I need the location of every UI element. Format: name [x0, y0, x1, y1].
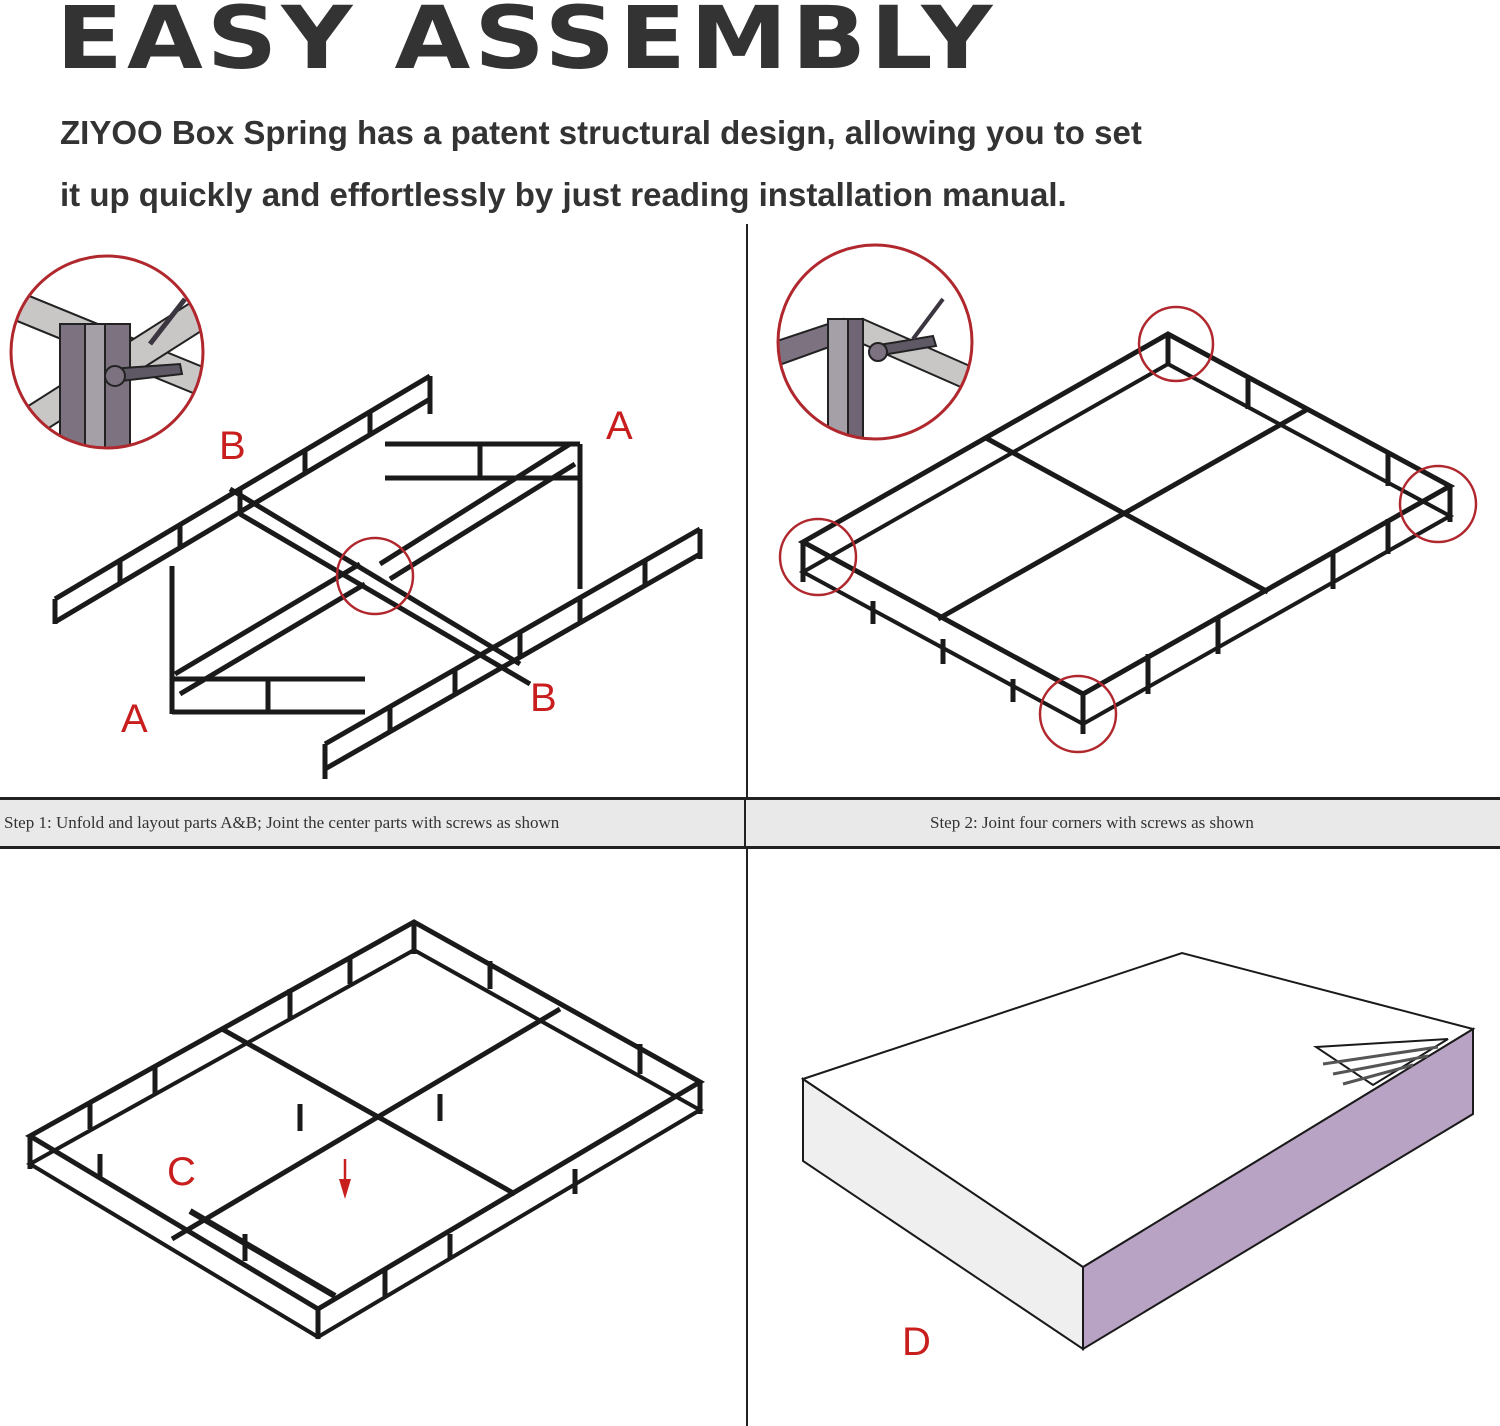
- part-label-a-bottom: A: [121, 697, 148, 741]
- center-joint-zoom-inset: [9, 254, 205, 450]
- part-label-b-bottom: B: [530, 676, 557, 720]
- peeled-corner-frame-view: [1312, 1038, 1449, 1087]
- step1-frame-illustration: [9, 254, 703, 779]
- step3-frame-illustration: [25, 919, 706, 1340]
- step3-panel: C: [0, 849, 746, 1426]
- subtitle-line-1: ZIYOO Box Spring has a patent structural…: [60, 114, 1142, 151]
- page-title: EASY ASSEMBLY: [56, 0, 997, 90]
- part-label-d-visible: D: [902, 1320, 931, 1364]
- part-label-c: C: [167, 1150, 196, 1194]
- caption-divider: [744, 800, 746, 846]
- subtitle-line-2: it up quickly and effortlessly by just r…: [60, 176, 1067, 213]
- corner-highlight-bottom: [1038, 674, 1118, 754]
- caption-bar: Step 1: Unfold and layout parts A&B; Joi…: [0, 797, 1500, 849]
- corner-highlight-top: [1137, 305, 1215, 383]
- box-spring-cover-illustration: [748, 849, 1500, 1426]
- down-arrow-icon: [339, 1159, 351, 1199]
- corner-highlight-right: [1398, 464, 1478, 544]
- divider-vertical-bottom: [746, 849, 748, 1426]
- corner-joint-zoom-inset: [776, 243, 974, 441]
- center-joint-highlight: [335, 536, 415, 616]
- part-label-a-top: A: [606, 404, 633, 448]
- step2-frame-illustration: [776, 243, 1478, 754]
- step2-caption: Step 2: Joint four corners with screws a…: [930, 813, 1254, 832]
- divider-vertical-top: [746, 224, 748, 797]
- part-label-b-top: B: [219, 424, 246, 468]
- step1-panel: B A A B: [0, 224, 746, 797]
- step2-panel: [748, 224, 1500, 797]
- step1-caption: Step 1: Unfold and layout parts A&B; Joi…: [4, 813, 560, 832]
- corner-highlight-left: [778, 517, 858, 597]
